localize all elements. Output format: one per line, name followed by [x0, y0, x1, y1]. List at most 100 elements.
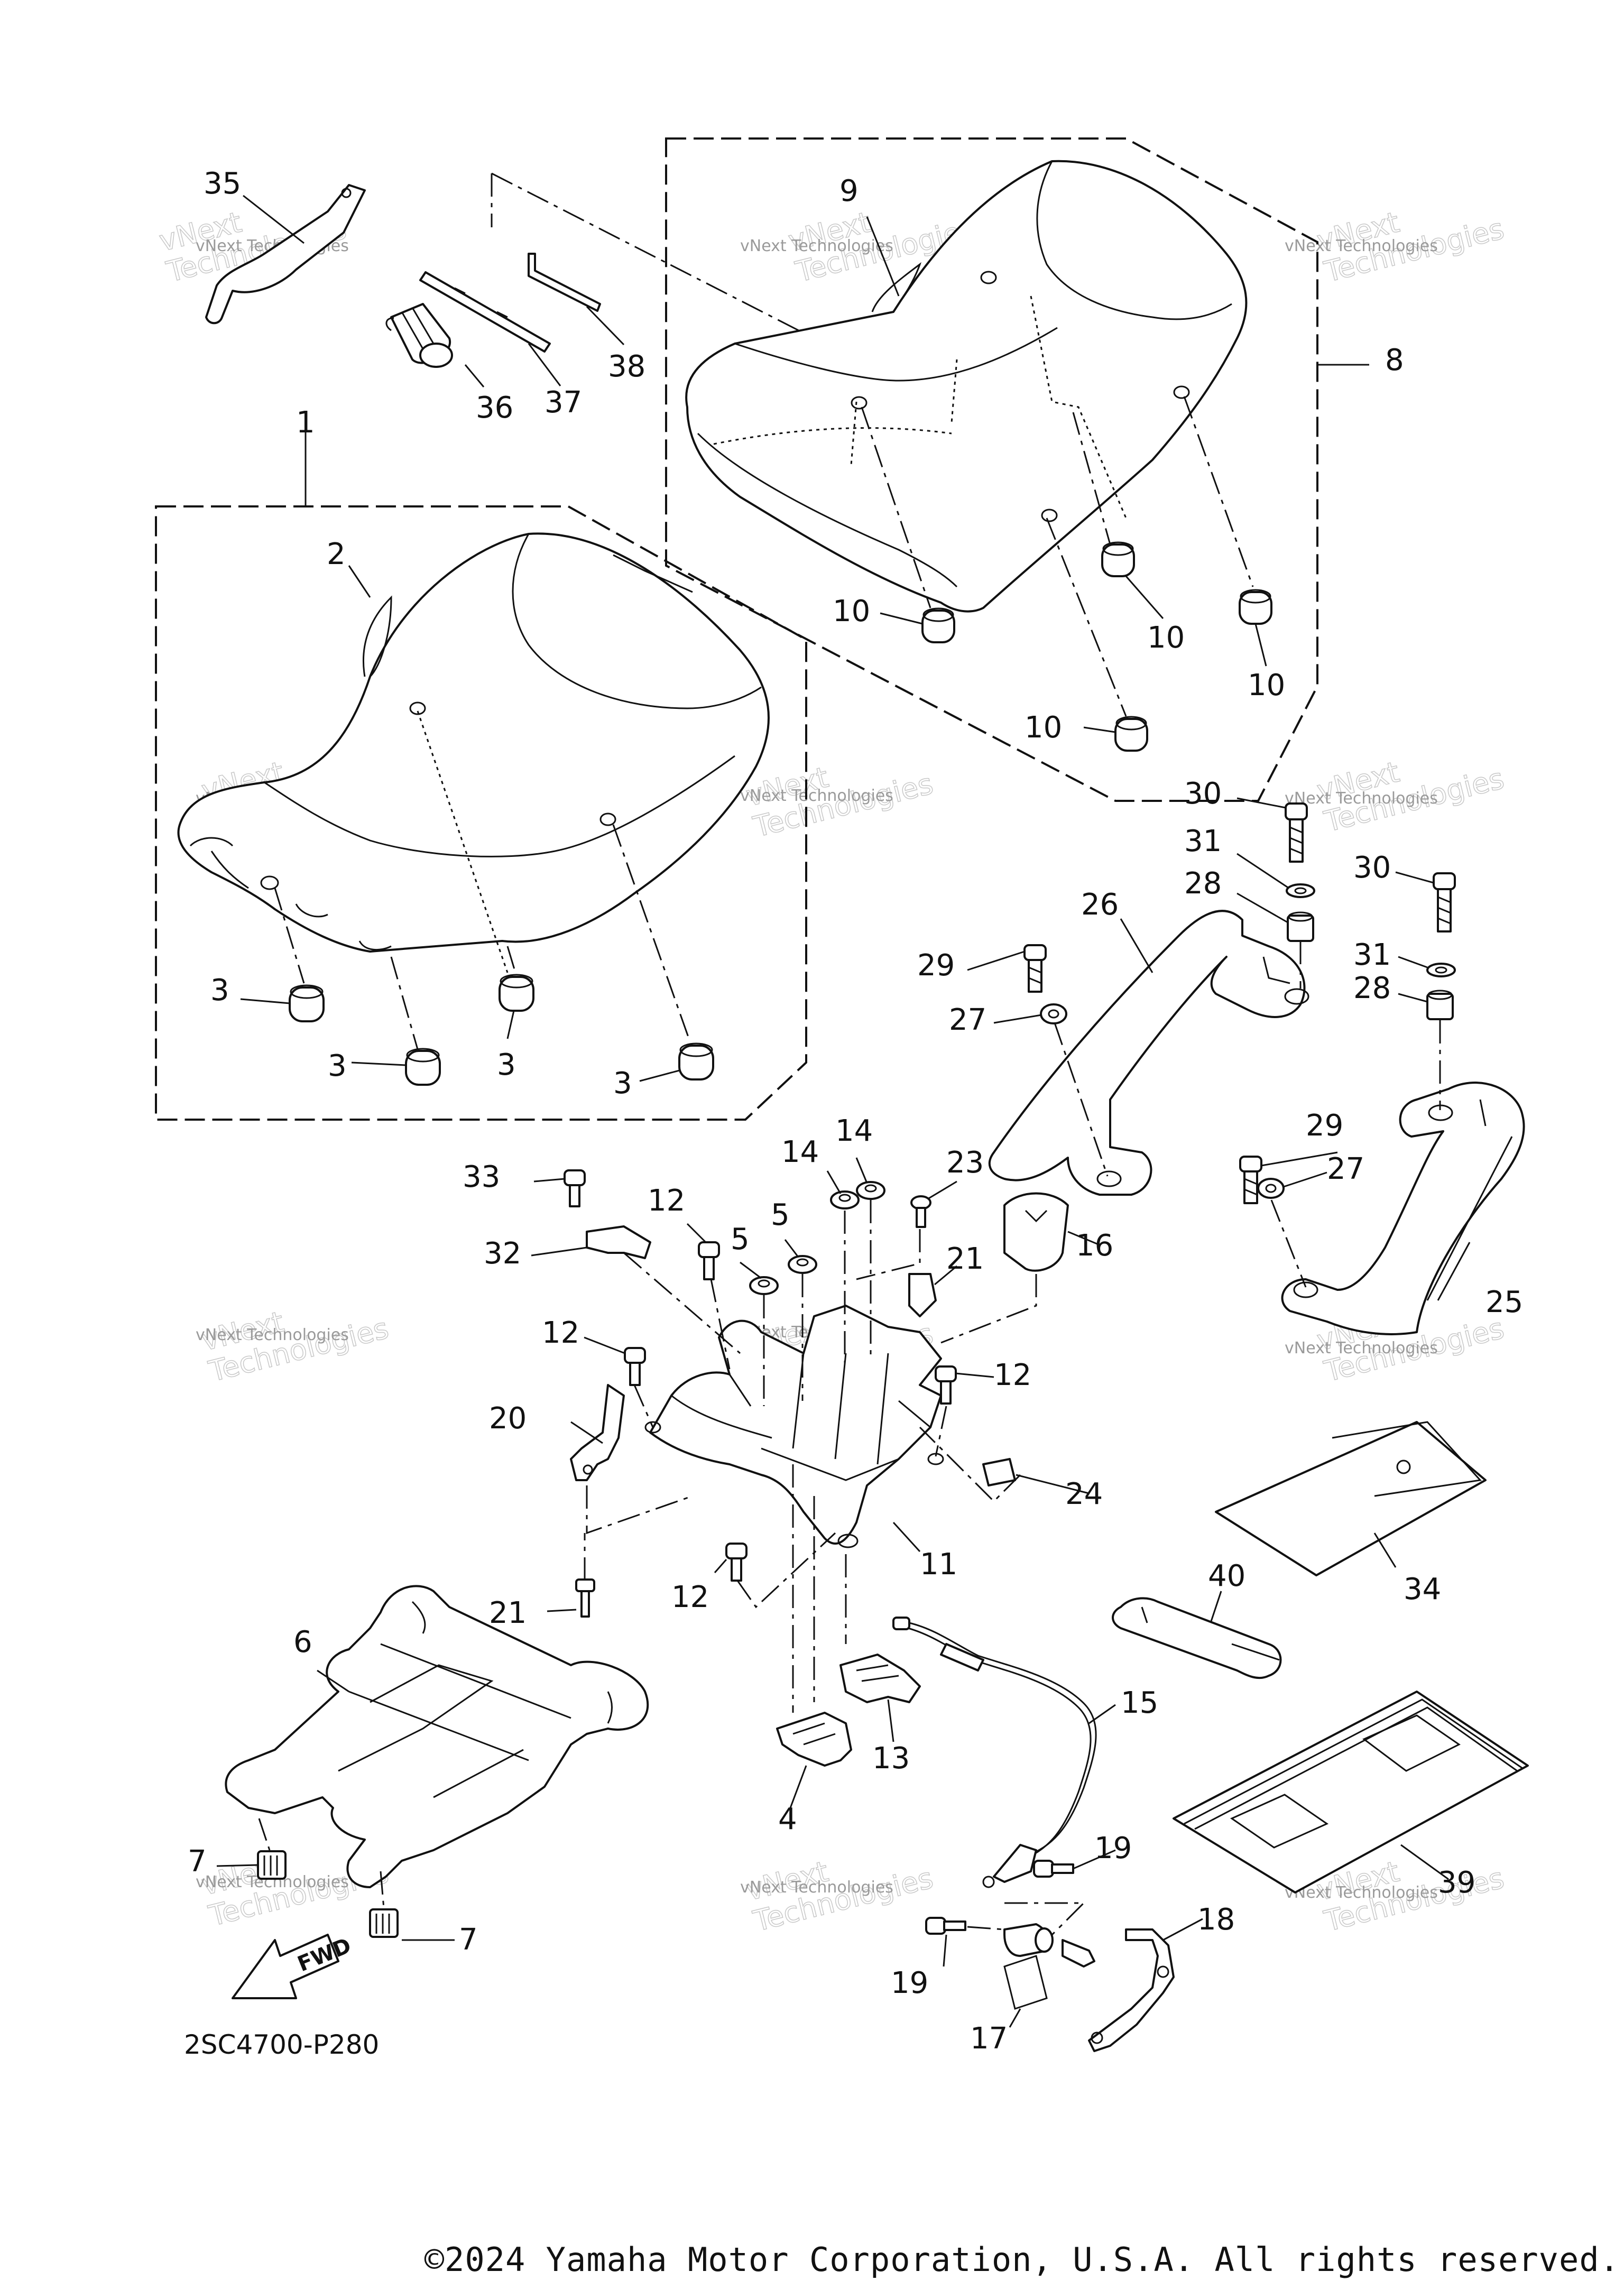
- callout-39: 39: [1438, 1866, 1475, 1900]
- watermark-text: vNext Technologies: [1285, 1339, 1438, 1358]
- part-35-spanner-wrench: [205, 184, 366, 325]
- bolt-29-a: [1023, 944, 1047, 993]
- watermark-text: vNext Technologies: [1285, 237, 1438, 255]
- callout-31a: 31: [1184, 824, 1222, 858]
- bolt-29-b: [1239, 1156, 1262, 1204]
- callout-25: 25: [1485, 1285, 1523, 1319]
- damper-10-b: [1101, 541, 1135, 577]
- part-6-seat-frame: [225, 1585, 649, 1888]
- collar-28-a: [1287, 911, 1314, 942]
- bolt-19-b: [925, 1917, 966, 1935]
- callout-5a: 5: [731, 1222, 750, 1257]
- callout-6: 6: [293, 1625, 312, 1659]
- nut-14-b: [856, 1181, 885, 1200]
- callout-29a: 29: [917, 948, 955, 983]
- callout-18: 18: [1197, 1903, 1235, 1937]
- part-11-seat-bracket: [644, 1305, 944, 1548]
- part-2-rider-seat: [177, 532, 770, 973]
- damper-7-a: [257, 1850, 287, 1880]
- washer-31-b: [1426, 963, 1456, 977]
- part-37-screwdriver: [419, 271, 551, 353]
- callout-19a: 19: [1094, 1831, 1132, 1866]
- callout-10a: 10: [833, 594, 870, 629]
- callout-28a: 28: [1184, 866, 1222, 901]
- damper-10-c: [1239, 589, 1272, 625]
- part-40-strap: [1112, 1597, 1282, 1679]
- callout-3d: 3: [613, 1066, 632, 1101]
- callout-7a: 7: [188, 1844, 207, 1879]
- callout-3a: 3: [210, 973, 229, 1008]
- part-9-passenger-seat: [685, 160, 1248, 613]
- nut-14-a: [830, 1190, 860, 1209]
- nut-5-a: [749, 1276, 779, 1295]
- bolt-33: [564, 1169, 586, 1207]
- damper-10-a: [921, 607, 955, 643]
- callout-24: 24: [1065, 1477, 1103, 1511]
- part-7-dampers: [257, 1818, 399, 1938]
- part-18-lock-bracket: [1088, 1928, 1175, 2052]
- damper-3-c: [499, 974, 534, 1012]
- callout-30b: 30: [1353, 851, 1391, 885]
- bracket-20: [570, 1384, 625, 1481]
- part-3-dampers: [274, 824, 714, 1086]
- bolt-12-c: [935, 1365, 957, 1405]
- callout-13: 13: [872, 1741, 910, 1776]
- callout-14b: 14: [835, 1114, 873, 1148]
- callout-36: 36: [476, 391, 513, 425]
- callout-16: 16: [1076, 1229, 1113, 1263]
- callout-14a: 14: [781, 1135, 819, 1169]
- watermark-text: vNext Technologies: [1285, 1883, 1438, 1902]
- callout-12a: 12: [648, 1184, 685, 1218]
- callout-9: 9: [839, 174, 859, 208]
- callout-40: 40: [1208, 1559, 1245, 1593]
- callout-27b: 27: [1327, 1152, 1364, 1186]
- clip-22: [908, 1273, 937, 1317]
- bolt-12-d: [725, 1543, 748, 1582]
- bolt-21: [575, 1578, 595, 1618]
- callout-23: 23: [946, 1146, 984, 1180]
- part-code: 2SC4700-P280: [184, 2029, 379, 2060]
- nut-5-b: [788, 1255, 817, 1274]
- bracket-hardware: [564, 1169, 1069, 1713]
- callout-27a: 27: [949, 1003, 986, 1037]
- callout-31b: 31: [1353, 938, 1391, 972]
- part-26-grab-bar: [988, 910, 1309, 1196]
- callout-17: 17: [970, 2021, 1008, 2056]
- callout-2: 2: [327, 537, 346, 571]
- collar-28-b: [1426, 990, 1454, 1020]
- damper-7-b: [369, 1908, 399, 1938]
- part-36-handle: [385, 303, 453, 368]
- callout-7b: 7: [459, 1923, 478, 1957]
- washer-31-a: [1286, 883, 1315, 898]
- callout-1: 1: [296, 405, 315, 440]
- part-4-bracket: [776, 1712, 852, 1767]
- watermark-text: vNext Technologies: [196, 1326, 349, 1344]
- rider-seat-group-outline: [155, 505, 807, 1121]
- callout-33: 33: [463, 1160, 500, 1194]
- bolt-12-b: [624, 1347, 646, 1386]
- callout-12b: 12: [542, 1316, 579, 1350]
- cover-16: [1003, 1192, 1069, 1272]
- callout-34: 34: [1404, 1572, 1441, 1606]
- callout-29b: 29: [1306, 1109, 1343, 1143]
- washer-27-b: [1257, 1178, 1285, 1199]
- watermark-text: vNext Technologies: [1285, 789, 1438, 808]
- clip-32: [586, 1225, 651, 1259]
- watermark-text: vNext Technologies: [740, 787, 893, 805]
- callout-5b: 5: [771, 1198, 790, 1232]
- callout-22: 21: [946, 1242, 984, 1276]
- callout-30a: 30: [1184, 777, 1222, 811]
- leader-lines: [216, 195, 1471, 2028]
- callout-12d: 12: [671, 1580, 709, 1614]
- callout-21: 21: [489, 1596, 527, 1630]
- damper-3-a: [289, 984, 325, 1022]
- part-13-bracket: [839, 1654, 921, 1703]
- part-34-pouch: [1215, 1421, 1487, 1576]
- callout-19b: 19: [891, 1966, 928, 2000]
- washer-27-a: [1040, 1003, 1067, 1024]
- callout-20: 20: [489, 1401, 527, 1436]
- bolts-19: [925, 1860, 1086, 1936]
- damper-24: [982, 1458, 1016, 1486]
